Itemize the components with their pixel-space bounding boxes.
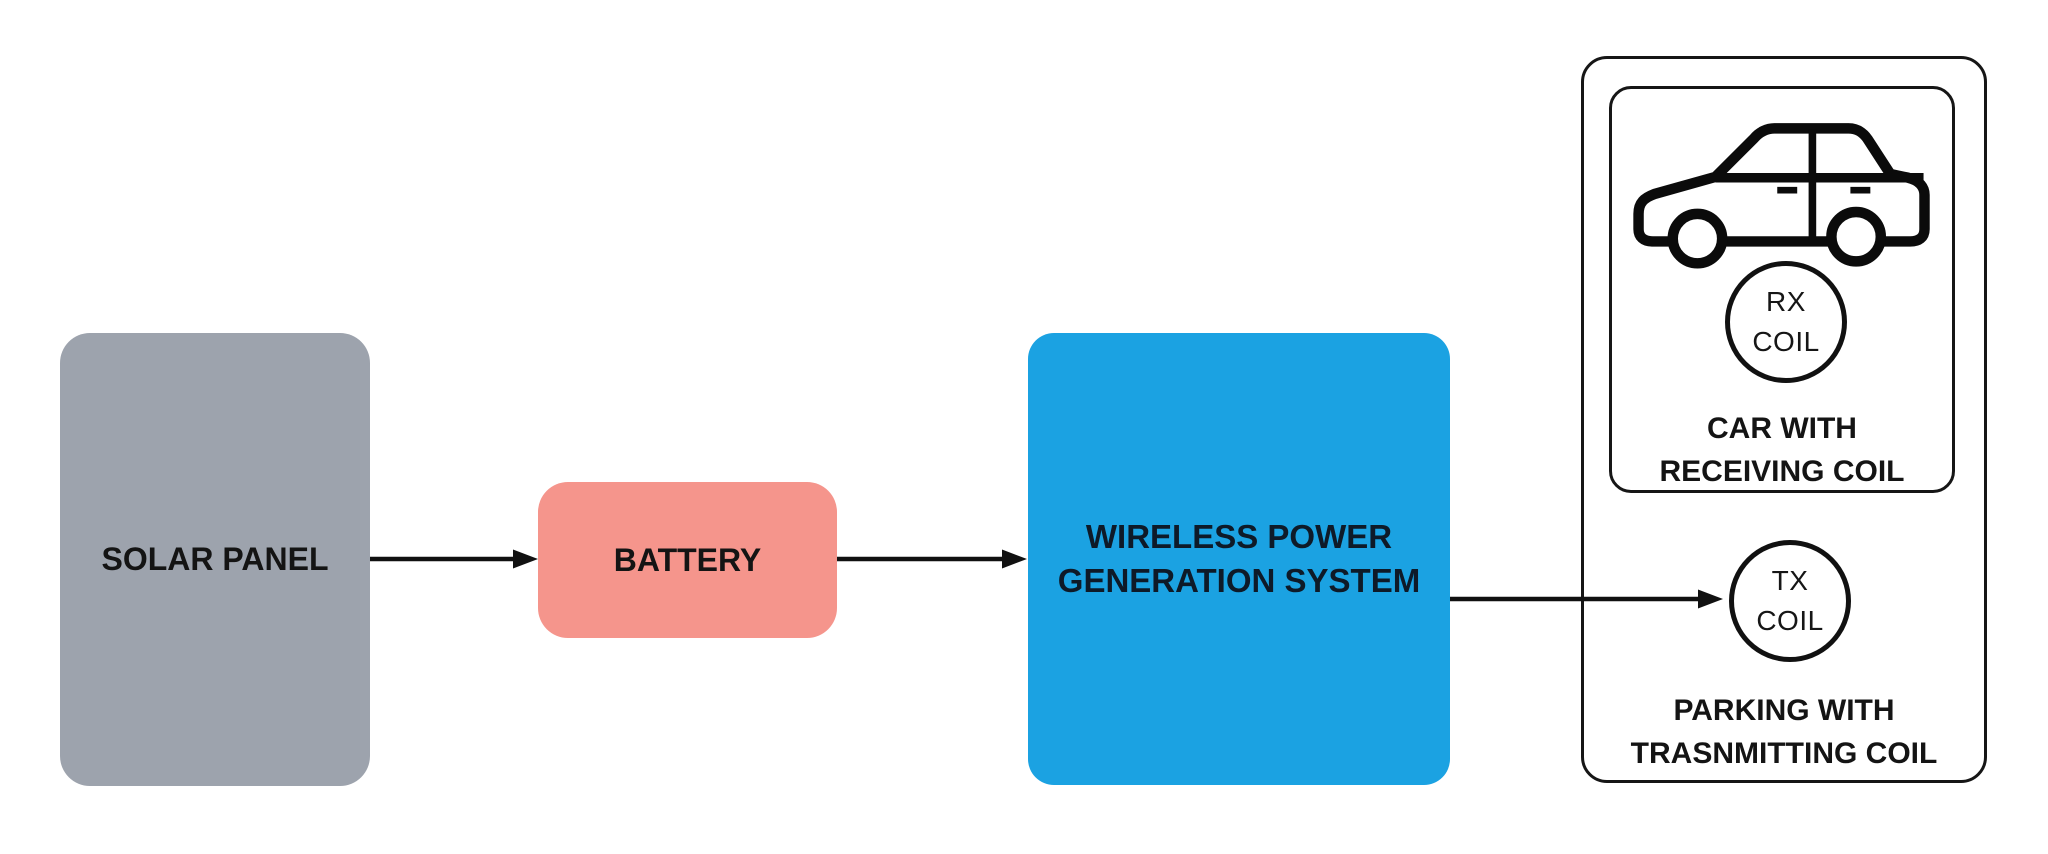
generator-label-line2: GENERATION SYSTEM <box>1057 562 1421 599</box>
rx-coil-line2: COIL <box>1752 326 1820 357</box>
arrow-solar-to-battery <box>370 549 538 569</box>
rx-coil-line1: RX <box>1766 286 1806 317</box>
tx-coil-circle: TX COIL <box>1729 540 1851 662</box>
battery-node: BATTERY <box>538 482 837 638</box>
car-with-receiving-coil-box: RX COIL CAR WITH RECEIVING COIL <box>1609 86 1955 493</box>
tx-coil-line2: COIL <box>1756 605 1824 636</box>
parking-box: RX COIL CAR WITH RECEIVING COIL TX COIL … <box>1581 56 1987 783</box>
wireless-power-generation-label: WIRELESS POWER GENERATION SYSTEM <box>1058 515 1420 603</box>
car-box-caption-line2: RECEIVING COIL <box>1659 455 1905 488</box>
solar-panel-node: SOLAR PANEL <box>60 333 370 786</box>
arrow-battery-to-generator <box>837 549 1027 569</box>
wireless-power-generation-node: WIRELESS POWER GENERATION SYSTEM <box>1028 333 1450 785</box>
car-box-caption-line1: CAR WITH <box>1707 412 1857 445</box>
tx-coil-line1: TX <box>1771 565 1809 596</box>
parking-caption-line2: TRASNMITTING COIL <box>1630 737 1938 770</box>
generator-label-line1: WIRELESS POWER <box>1085 518 1393 555</box>
car-side-icon <box>1621 117 1943 269</box>
parking-caption: PARKING WITH TRASNMITTING COIL <box>1584 689 1984 775</box>
car-box-caption: CAR WITH RECEIVING COIL <box>1612 407 1952 493</box>
rx-coil-circle: RX COIL <box>1725 261 1847 383</box>
solar-panel-label: SOLAR PANEL <box>101 541 329 577</box>
parking-caption-line1: PARKING WITH <box>1673 694 1895 727</box>
battery-label: BATTERY <box>613 541 762 578</box>
